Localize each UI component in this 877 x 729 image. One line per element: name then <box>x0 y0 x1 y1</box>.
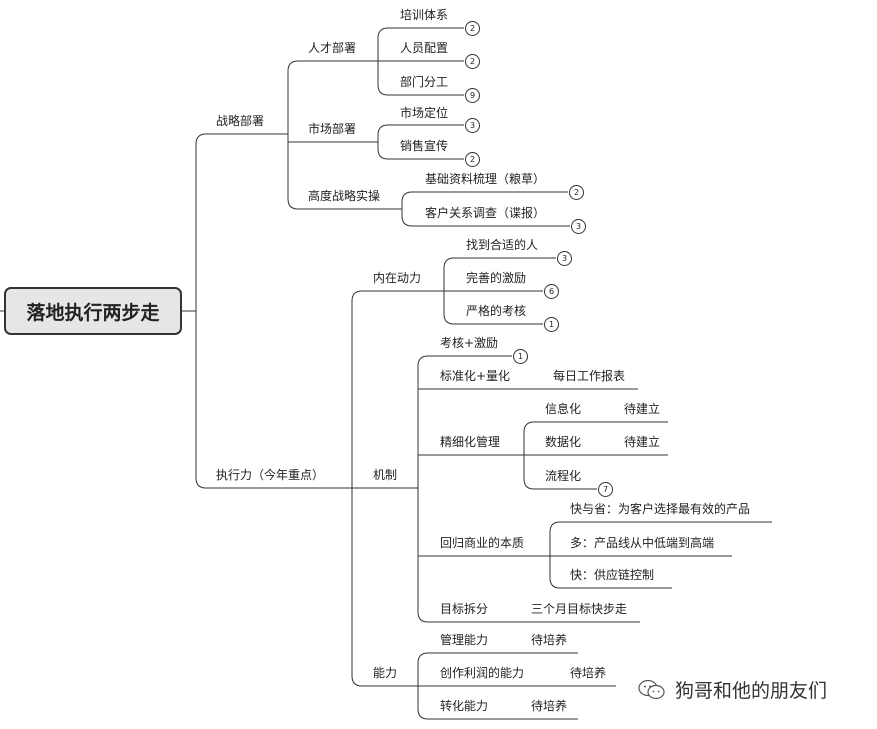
topic-strict-assessment[interactable]: 严格的考核 <box>466 304 527 318</box>
topic-incentives[interactable]: 完善的激励 <box>466 271 527 285</box>
topic-market[interactable]: 市场部署 <box>308 122 357 136</box>
watermark: 狗哥和他的朋友们 <box>637 676 827 703</box>
count-badge[interactable]: 2 <box>465 152 480 167</box>
count-badge[interactable]: 9 <box>465 88 480 103</box>
topic-to-be-trained[interactable]: 待培养 <box>570 666 607 680</box>
topic-business-essence[interactable]: 回归商业的本质 <box>440 536 525 550</box>
topic-market-positioning[interactable]: 市场定位 <box>400 106 449 120</box>
root-topic[interactable]: 落地执行两步走 <box>4 287 182 335</box>
topic-basic-data[interactable]: 基础资料梳理（粮草） <box>425 172 546 186</box>
count-badge[interactable]: 1 <box>513 349 528 364</box>
topic-profit-ability[interactable]: 创作利润的能力 <box>440 666 525 680</box>
topic-to-be-built[interactable]: 待建立 <box>624 402 661 416</box>
topic-sales-promotion[interactable]: 销售宣传 <box>400 139 449 153</box>
count-badge[interactable]: 2 <box>465 54 480 69</box>
topic-refined-management[interactable]: 精细化管理 <box>440 435 501 449</box>
topic-high-level-strategy[interactable]: 高度战略实操 <box>308 189 381 203</box>
topic-training-system[interactable]: 培训体系 <box>400 8 449 22</box>
count-badge[interactable]: 6 <box>544 284 559 299</box>
topic-customer-survey[interactable]: 客户关系调查（谍报） <box>425 206 546 220</box>
topic-three-month-goal[interactable]: 三个月目标快步走 <box>531 602 628 616</box>
topic-datafication[interactable]: 数据化 <box>545 435 582 449</box>
topic-target-split[interactable]: 目标拆分 <box>440 602 489 616</box>
topic-talent[interactable]: 人才部署 <box>308 41 357 55</box>
topic-ability[interactable]: 能力 <box>373 666 398 680</box>
topic-informatization[interactable]: 信息化 <box>545 402 582 416</box>
topic-daily-report[interactable]: 每日工作报表 <box>553 369 626 383</box>
topic-standardization[interactable]: 标准化+量化 <box>440 369 511 383</box>
topic-department-division[interactable]: 部门分工 <box>400 75 449 89</box>
count-badge[interactable]: 3 <box>571 219 586 234</box>
topic-to-be-trained[interactable]: 待培养 <box>531 699 568 713</box>
topic-strategy[interactable]: 战略部署 <box>216 114 265 128</box>
topic-assessment-incentive[interactable]: 考核+激励 <box>440 336 499 350</box>
topic-right-people[interactable]: 找到合适的人 <box>466 238 539 252</box>
topic-conversion-ability[interactable]: 转化能力 <box>440 699 489 713</box>
topic-process[interactable]: 流程化 <box>545 469 582 483</box>
topic-to-be-built[interactable]: 待建立 <box>624 435 661 449</box>
topic-to-be-trained[interactable]: 待培养 <box>531 633 568 647</box>
topic-supply-chain[interactable]: 快：供应链控制 <box>570 568 655 582</box>
count-badge[interactable]: 3 <box>465 118 480 133</box>
topic-staffing[interactable]: 人员配置 <box>400 41 449 55</box>
topic-management-ability[interactable]: 管理能力 <box>440 633 489 647</box>
count-badge[interactable]: 2 <box>465 21 480 36</box>
count-badge[interactable]: 7 <box>598 482 613 497</box>
wechat-icon <box>638 679 665 699</box>
topic-more-products[interactable]: 多：产品线从中低端到高端 <box>570 536 715 550</box>
topic-motivation[interactable]: 内在动力 <box>373 271 422 285</box>
count-badge[interactable]: 1 <box>544 317 559 332</box>
count-badge[interactable]: 3 <box>557 251 572 266</box>
count-badge[interactable]: 2 <box>569 185 584 200</box>
topic-execution[interactable]: 执行力（今年重点） <box>216 468 325 482</box>
topic-fast-and-save[interactable]: 快与省：为客户选择最有效的产品 <box>570 502 751 516</box>
topic-mechanism[interactable]: 机制 <box>373 468 398 482</box>
watermark-text: 狗哥和他的朋友们 <box>675 680 828 702</box>
